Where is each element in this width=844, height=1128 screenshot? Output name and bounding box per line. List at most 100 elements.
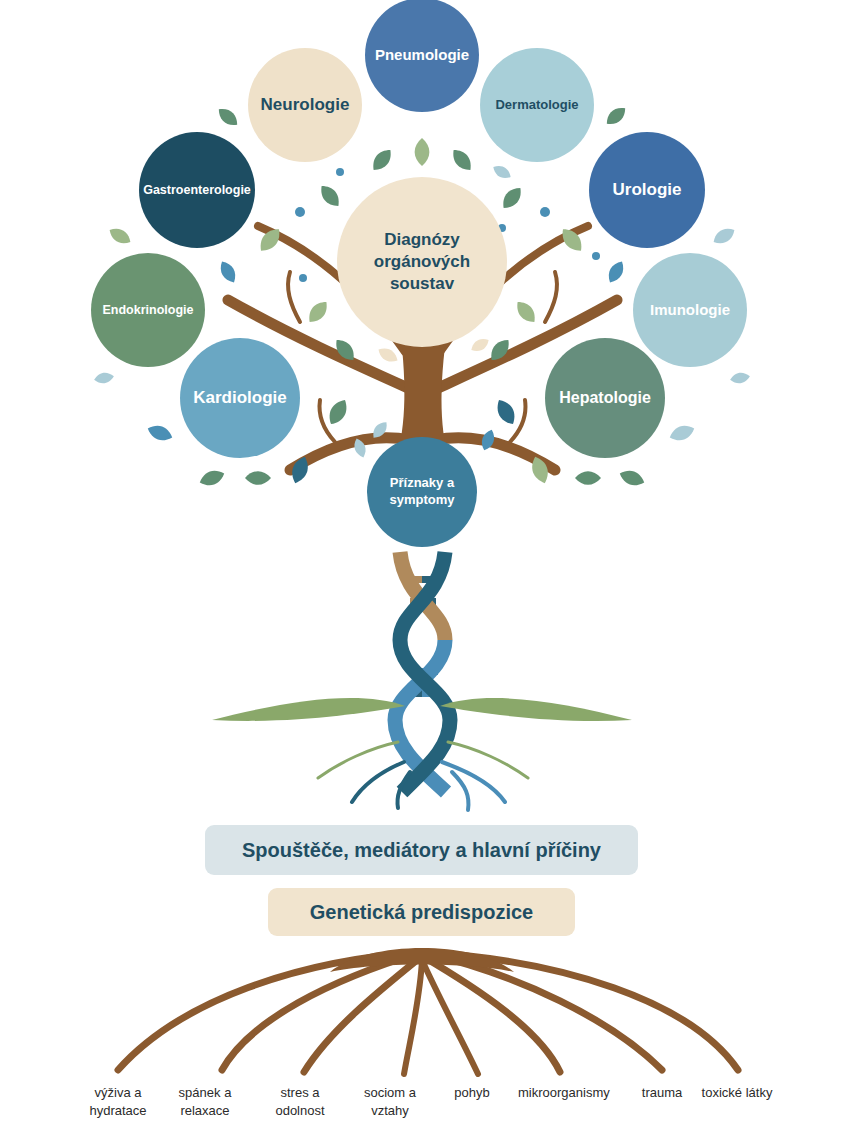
root xyxy=(118,952,422,1070)
circle-fill xyxy=(139,132,255,248)
node-content: Urologie xyxy=(589,132,705,248)
dot xyxy=(299,274,307,282)
leaf xyxy=(376,344,401,365)
specialty-circle: Endokrinologie xyxy=(91,253,205,367)
leaf xyxy=(245,471,271,485)
circle-fill xyxy=(545,338,665,458)
leaf xyxy=(486,336,513,365)
leaf xyxy=(528,454,551,485)
dot xyxy=(295,207,305,217)
cause-label: pohyb xyxy=(427,1084,517,1102)
leaf xyxy=(352,437,369,459)
root-tendril xyxy=(398,772,411,808)
node-content: Pneumologie xyxy=(365,0,479,112)
cause-label: stres a odolnost xyxy=(255,1084,345,1119)
cause-label: mikroorganismy xyxy=(518,1084,608,1102)
cause-label: sociom a vztahy xyxy=(345,1084,435,1119)
leaf xyxy=(325,396,352,428)
leaf xyxy=(605,258,628,285)
upper-roots xyxy=(212,698,632,810)
circle-label: Příznaky a symptomy xyxy=(378,475,466,509)
specialty-circle: Gastroenterologie xyxy=(139,132,255,248)
specialty-circle: Kardiologie xyxy=(180,338,300,458)
dna-strand xyxy=(400,552,450,792)
node-content: Kardiologie xyxy=(180,338,300,458)
node-content: Genetická predispozice xyxy=(268,888,575,936)
band-label: Spouštěče, mediátory a hlavní příčiny xyxy=(242,837,601,863)
root-green xyxy=(212,698,405,721)
root xyxy=(422,960,478,1074)
leaf xyxy=(479,428,497,453)
leaf xyxy=(288,454,311,485)
node-content: Příznaky a symptomy xyxy=(367,437,477,547)
specialty-circle: Hepatologie xyxy=(545,338,665,458)
twig xyxy=(288,272,300,322)
circle-label: Urologie xyxy=(613,179,682,201)
circle-fill xyxy=(248,48,362,162)
circle-fill xyxy=(589,132,705,248)
root-tendril xyxy=(448,742,528,778)
leaf xyxy=(217,258,240,285)
leaf xyxy=(415,138,430,166)
circle-fill xyxy=(180,338,300,458)
bottom-roots xyxy=(118,952,738,1074)
specialty-circle: Pneumologie xyxy=(365,0,479,112)
leaf xyxy=(145,422,174,444)
twig xyxy=(545,272,557,322)
root-base xyxy=(330,948,514,972)
cause-label: toxické látky xyxy=(692,1084,782,1102)
cause-band: Spouštěče, mediátory a hlavní příčiny xyxy=(205,825,638,875)
leaf xyxy=(603,103,629,128)
leaf xyxy=(667,422,696,444)
specialty-circle: Neurologie xyxy=(248,48,362,162)
leaf xyxy=(448,146,475,175)
leaf xyxy=(557,225,586,256)
circle-label: Neurologie xyxy=(261,94,350,116)
dna-helix xyxy=(395,552,450,792)
root-green xyxy=(440,698,632,721)
circle-fill xyxy=(480,48,594,162)
leaf xyxy=(316,182,343,211)
root xyxy=(422,952,738,1070)
node-content: Neurologie xyxy=(248,48,362,162)
dot xyxy=(592,252,600,260)
leaf xyxy=(93,371,115,385)
leaf xyxy=(469,335,492,354)
leaf xyxy=(617,467,646,489)
leaf xyxy=(493,396,520,428)
circle-label: Hepatologie xyxy=(559,388,651,409)
root xyxy=(304,956,422,1072)
leaf xyxy=(304,298,331,327)
dot xyxy=(540,207,550,217)
leaf xyxy=(106,225,133,248)
circle-label: Diagnózy orgánových soustav xyxy=(362,229,482,295)
leaf xyxy=(498,184,525,213)
circle-label: Endokrinologie xyxy=(103,302,194,318)
dot xyxy=(336,168,344,176)
circle-label: Gastroenterologie xyxy=(143,182,251,198)
leaf xyxy=(215,104,241,129)
circle-label: Kardiologie xyxy=(193,387,287,409)
cause-label: spánek a relaxace xyxy=(160,1084,250,1119)
cause-band: Genetická predispozice xyxy=(268,888,575,936)
leaf xyxy=(197,467,226,489)
specialty-circle: Diagnózy orgánových soustav xyxy=(337,177,507,347)
cause-label: výživa a hydratace xyxy=(73,1084,163,1119)
leaf xyxy=(331,336,358,365)
circle-fill xyxy=(633,253,747,367)
leaf xyxy=(491,162,514,181)
specialty-circle: Imunologie xyxy=(633,253,747,367)
leaf xyxy=(710,225,737,248)
leaf xyxy=(368,146,395,175)
circle-fill xyxy=(365,0,479,112)
cause-label: trauma xyxy=(617,1084,707,1102)
node-content: Hepatologie xyxy=(545,338,665,458)
circle-fill xyxy=(367,437,477,547)
root xyxy=(404,960,422,1074)
circle-label: Dermatologie xyxy=(495,97,578,114)
node-content: Imunologie xyxy=(633,253,747,367)
circle-fill xyxy=(337,177,507,347)
node-content: Endokrinologie xyxy=(91,253,205,367)
